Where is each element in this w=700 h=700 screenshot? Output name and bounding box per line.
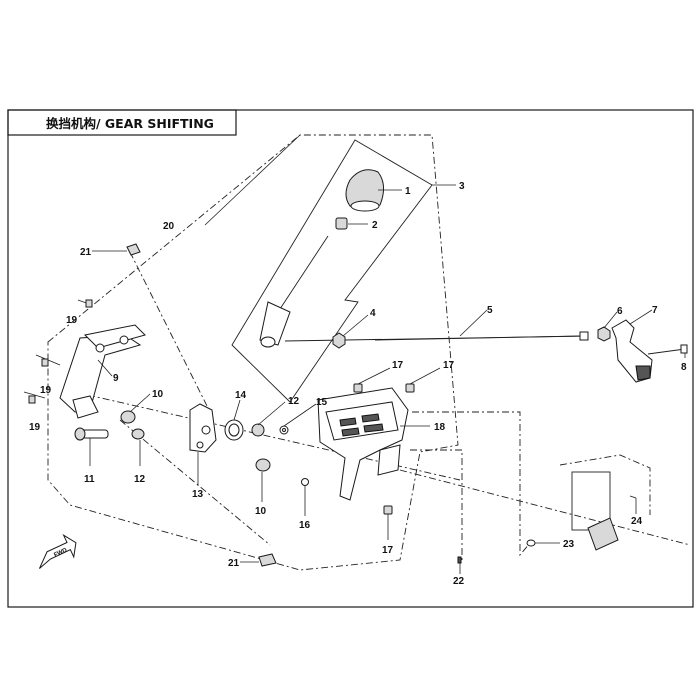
svg-text:FWD: FWD (53, 547, 69, 558)
screw-19-mid (35, 354, 61, 367)
callout-22: 22 (453, 576, 465, 587)
callout-17-right: 17 (443, 360, 455, 371)
shift-lever-plate (189, 403, 217, 453)
clip-21-top (126, 243, 141, 256)
nut-2 (335, 217, 348, 230)
callout-19-low: 19 (29, 422, 41, 433)
bolt-17-left (353, 383, 363, 393)
callout-21-top: 21 (80, 247, 92, 258)
callout-18: 18 (434, 422, 446, 433)
nut-6 (597, 326, 611, 342)
leader-lines (89, 134, 686, 574)
callout-12-right: 12 (288, 396, 300, 407)
rod-end-arm (611, 319, 653, 383)
callout-14: 14 (235, 390, 247, 401)
callout-9: 9 (113, 373, 119, 384)
callout-8: 8 (681, 362, 687, 373)
callout-20: 20 (163, 221, 175, 232)
callout-17-left: 17 (392, 360, 404, 371)
shift-lever-shaft (259, 235, 329, 348)
shift-lever-box-3 (231, 139, 433, 403)
bolt-17-right (405, 383, 415, 393)
callout-19-mid: 19 (40, 385, 52, 396)
callout-15: 15 (316, 397, 328, 408)
spring-14 (224, 419, 244, 441)
callout-2: 2 (372, 220, 378, 231)
bushing-10-upper (120, 410, 136, 424)
pin-22 (457, 556, 462, 564)
callout-24: 24 (631, 516, 643, 527)
bushing-12-left (131, 428, 145, 440)
callout-10-lower: 10 (255, 506, 267, 517)
callout-4: 4 (370, 308, 376, 319)
diagram-frame (7, 109, 694, 608)
shift-gate-bracket (317, 387, 409, 501)
callout-7: 7 (652, 305, 658, 316)
bushing-10-lower (255, 458, 271, 472)
callout-17-bottom: 17 (382, 545, 394, 556)
nut-4 (332, 332, 346, 349)
callout-16: 16 (299, 520, 311, 531)
callout-12-left: 12 (134, 474, 146, 485)
bolt-8 (647, 344, 688, 355)
bolt-17-bottom (383, 505, 393, 515)
clip-21-bottom (258, 553, 277, 567)
assembly-20-outline (47, 134, 459, 571)
screw-19-top (77, 299, 93, 308)
callout-19-top: 19 (66, 315, 78, 326)
callout-10-upper: 10 (152, 389, 164, 400)
gear-indicator (571, 471, 637, 551)
mounting-bracket (59, 324, 146, 419)
bushing-12-right (251, 423, 265, 437)
shift-knob (345, 169, 384, 212)
diagram-title: 换挡机构/ GEAR SHIFTING (46, 116, 214, 131)
callout-21-bottom: 21 (228, 558, 240, 569)
pivot-bolt (74, 427, 109, 441)
callout-23: 23 (563, 539, 575, 550)
callout-11: 11 (84, 474, 95, 485)
washer-16 (301, 478, 309, 486)
callout-5: 5 (487, 305, 493, 316)
screw-19-low (23, 391, 46, 404)
callout-13: 13 (192, 489, 204, 500)
fwd-arrow-icon: FWD (38, 533, 77, 569)
callout-numbers: 1 2 3 4 5 6 7 8 9 10 10 11 12 12 13 14 1… (29, 181, 687, 587)
callout-6: 6 (617, 306, 623, 317)
washer-23 (526, 539, 536, 547)
callout-3: 3 (459, 181, 465, 192)
washer-15 (279, 425, 289, 435)
shift-rod (284, 331, 589, 342)
title-box (7, 109, 237, 136)
callout-1: 1 (405, 186, 411, 197)
